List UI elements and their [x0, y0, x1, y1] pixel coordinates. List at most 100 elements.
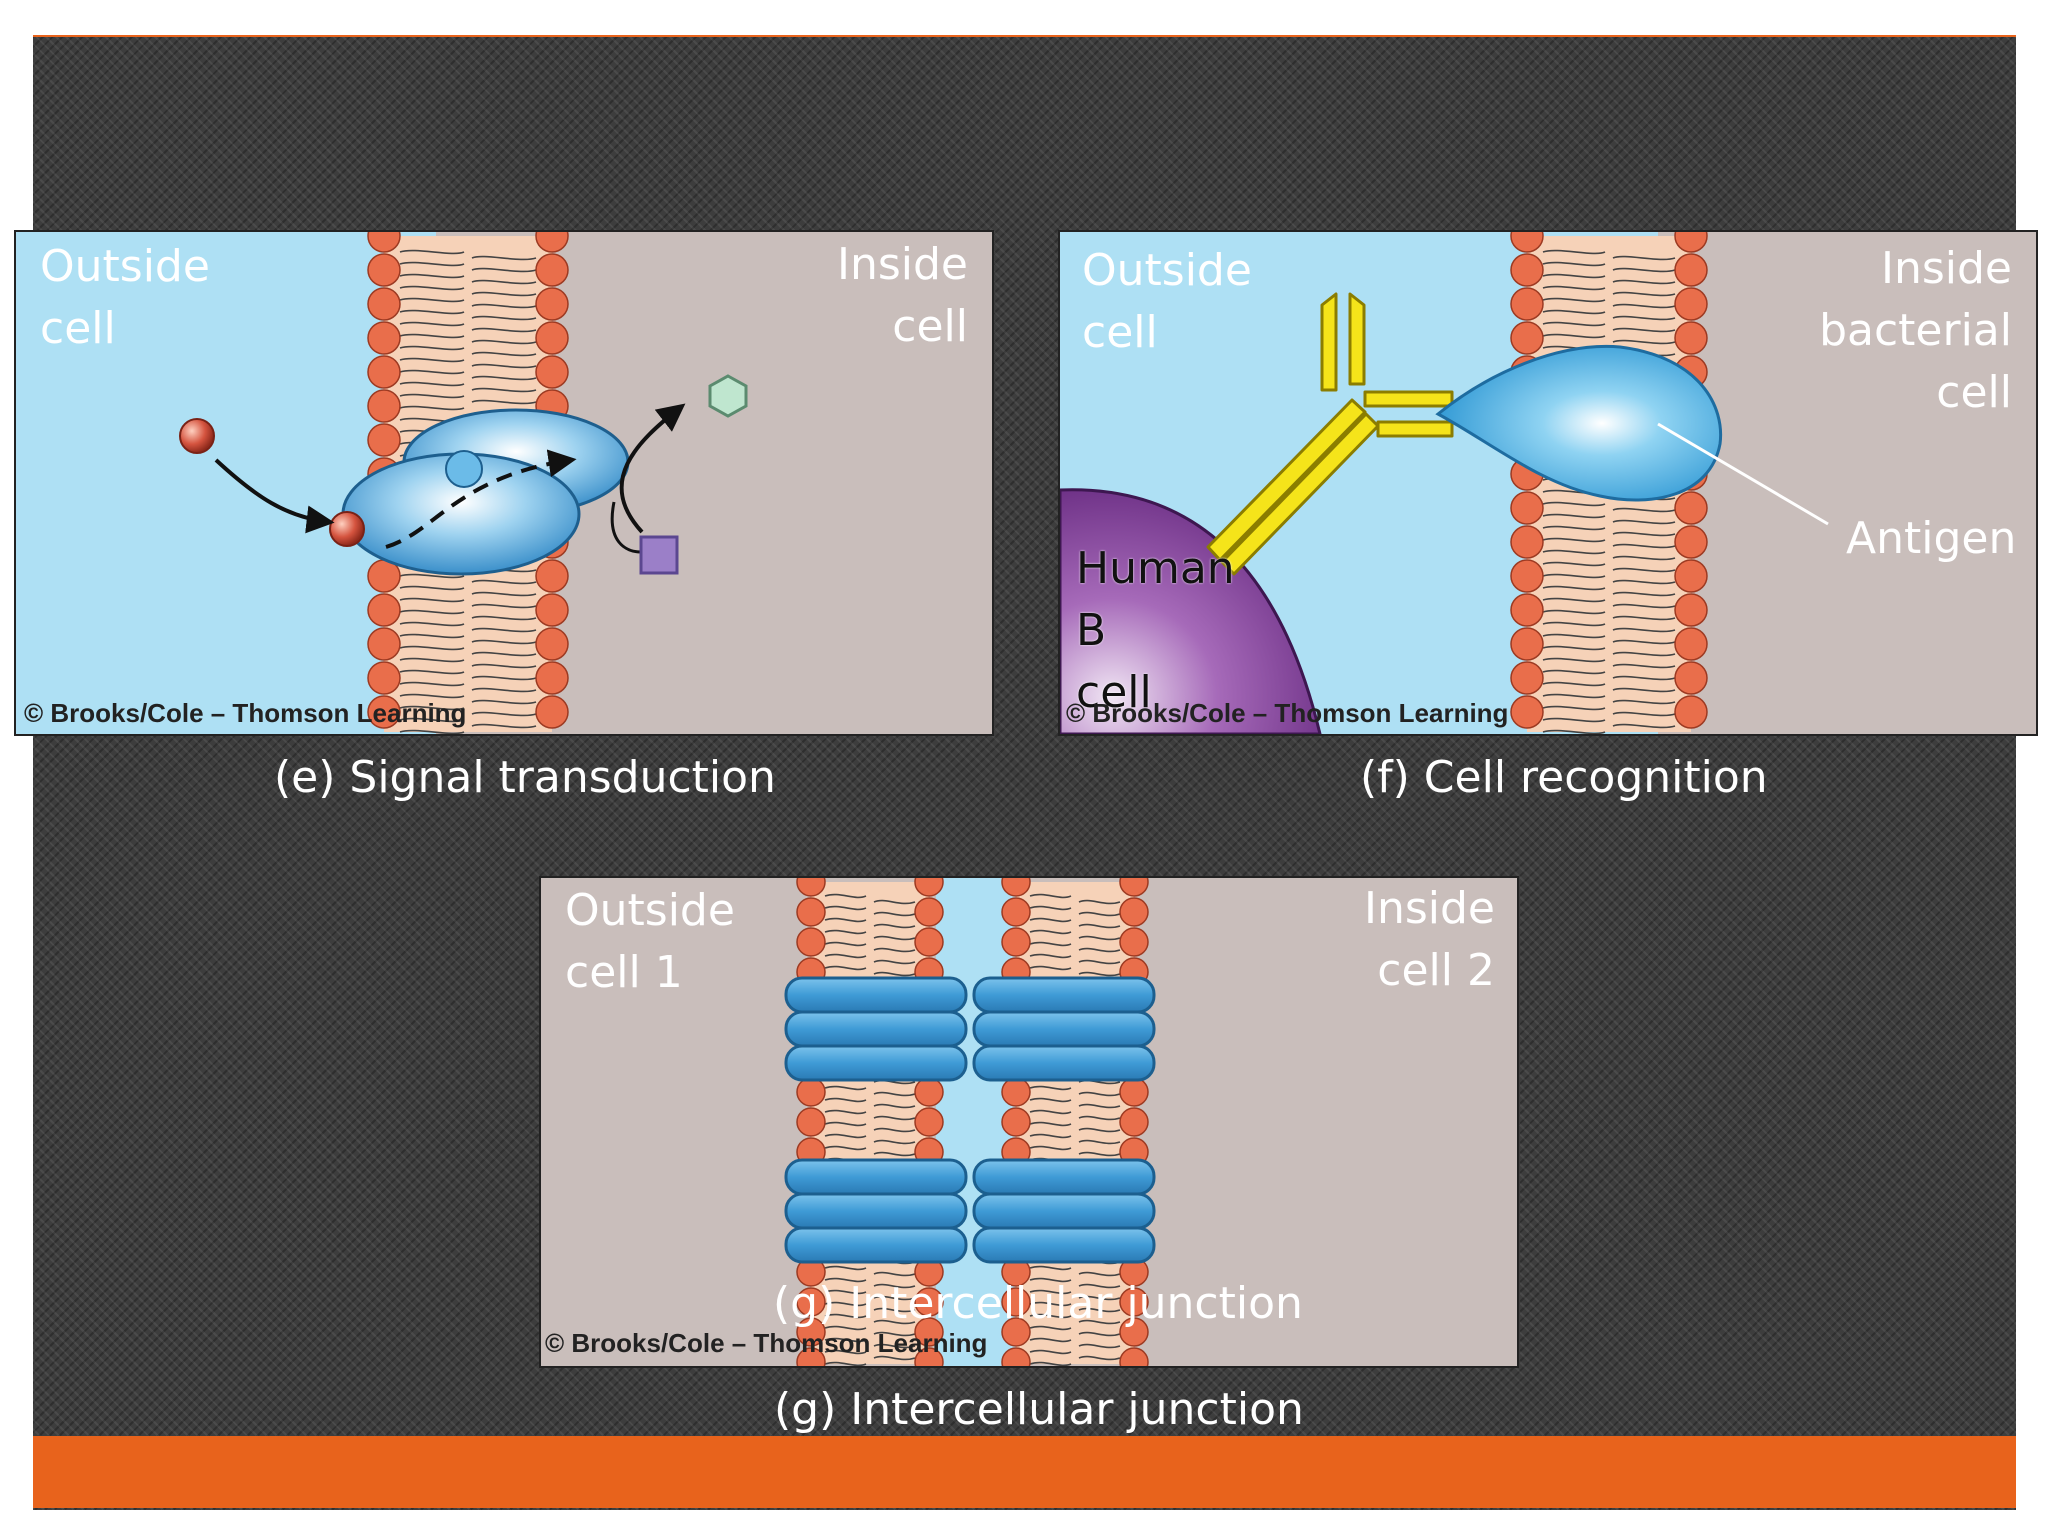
lipid-head: [1001, 1287, 1031, 1317]
lipid-tail: [1029, 1301, 1072, 1307]
lipid-tail: [824, 953, 867, 959]
lipid-head: [1674, 287, 1708, 321]
lipid-tail: [1029, 1097, 1072, 1103]
lipid-tail: [1542, 645, 1606, 651]
lipid-tail: [1612, 303, 1676, 309]
lipid-tail: [1078, 1283, 1121, 1289]
lipid-head: [1510, 661, 1544, 695]
connexon-subunit: [972, 1192, 1156, 1230]
lipid-tail: [824, 1085, 867, 1091]
lipid-tail: [1078, 1115, 1121, 1121]
lipid-head: [914, 1107, 944, 1137]
lipid-tail: [471, 375, 537, 381]
lipid-tail: [1612, 723, 1676, 729]
lipid-tail: [1542, 333, 1606, 339]
lipid-tail: [399, 609, 465, 615]
lipid-tail: [399, 381, 465, 387]
lipid-tail: [1612, 603, 1676, 609]
lipid-tail: [1029, 929, 1072, 935]
lipid-tail: [1542, 285, 1606, 291]
lipid-tail: [873, 1103, 916, 1109]
lipid-tail: [873, 1151, 916, 1157]
lipid-tail: [471, 267, 537, 273]
lipid-tail: [1029, 1349, 1072, 1355]
lipid-tail: [1078, 1151, 1121, 1157]
lipid-tail: [1612, 555, 1676, 561]
lipid-tail: [1612, 279, 1676, 285]
lipid-tail: [471, 591, 537, 597]
lipid-tail: [1078, 899, 1121, 905]
lipid-tail: [1542, 321, 1606, 327]
lipid-tail: [873, 1331, 916, 1337]
lipid-tail: [1029, 1277, 1072, 1283]
lipid-head: [796, 1077, 826, 1107]
lipid-tail: [1078, 911, 1121, 917]
lipid-head: [914, 878, 944, 897]
lipid-tail: [873, 971, 916, 977]
lipid-tail: [471, 687, 537, 693]
lipid-tail: [1542, 621, 1606, 627]
lipid-tail: [399, 321, 465, 327]
lipid-tail: [1542, 609, 1606, 615]
lipid-tail: [1612, 627, 1676, 633]
square-relay-molecule: [639, 535, 679, 575]
lipid-head: [1119, 1347, 1149, 1366]
lipid-tail: [873, 1319, 916, 1325]
lipid-head: [367, 695, 401, 729]
lipid-tail: [471, 351, 537, 357]
lipid-tail: [1542, 705, 1606, 711]
lipid-head: [1119, 1107, 1149, 1137]
lipid-tail: [471, 399, 537, 405]
lipid-head: [1510, 525, 1544, 559]
lipid-tail: [1078, 1343, 1121, 1349]
lipid-tail: [824, 1349, 867, 1355]
cytoplasm: [1658, 232, 2036, 734]
lipid-tail: [471, 663, 537, 669]
lipid-head: [535, 355, 569, 389]
lipid-tail: [873, 1091, 916, 1097]
lipid-tail: [1612, 579, 1676, 585]
hexagon-product: [708, 374, 748, 418]
lipid-tail: [1612, 591, 1676, 597]
lipid-head: [1001, 1107, 1031, 1137]
lipid-tail: [1542, 309, 1606, 315]
lipid-tail: [824, 1133, 867, 1139]
lipid-head: [1001, 897, 1031, 927]
lipid-tail: [471, 387, 537, 393]
lipid-head: [367, 232, 401, 253]
lipid-head: [1674, 321, 1708, 355]
binding-arrow: [214, 458, 335, 534]
copyright-credit: © Brooks/Cole – Thomson Learning: [545, 1328, 988, 1358]
lipid-tail: [1542, 729, 1606, 734]
lipid-tail: [399, 261, 465, 267]
lipid-tail: [873, 1127, 916, 1133]
lipid-tail: [399, 669, 465, 675]
connexon-subunit: [972, 1158, 1156, 1196]
lipid-tail: [824, 1325, 867, 1331]
lipid-tail: [471, 291, 537, 297]
lipid-tail: [873, 923, 916, 929]
lipid-tail: [1542, 597, 1606, 603]
lipid-tail: [471, 675, 537, 681]
lipid-tail: [471, 303, 537, 309]
lipid-tail: [1542, 669, 1606, 675]
lipid-tail: [1542, 549, 1606, 555]
lipid-tail: [471, 699, 537, 705]
lipid-head: [1510, 491, 1544, 525]
lipid-tail: [1612, 543, 1676, 549]
lipid-tail: [1078, 1295, 1121, 1301]
antigen-pointer: [1657, 422, 1829, 526]
lipid-tail: [873, 1139, 916, 1145]
lipid-tail: [1612, 507, 1676, 513]
lipid-tail: [873, 899, 916, 905]
junction-channels: [784, 976, 1156, 1264]
connexon-subunit: [784, 1010, 968, 1048]
lipid-tail: [1542, 633, 1606, 639]
lipid-tail: [1542, 693, 1606, 699]
lipid-tail: [471, 603, 537, 609]
lipid-tail: [1029, 1265, 1072, 1271]
lipid-head: [796, 927, 826, 957]
